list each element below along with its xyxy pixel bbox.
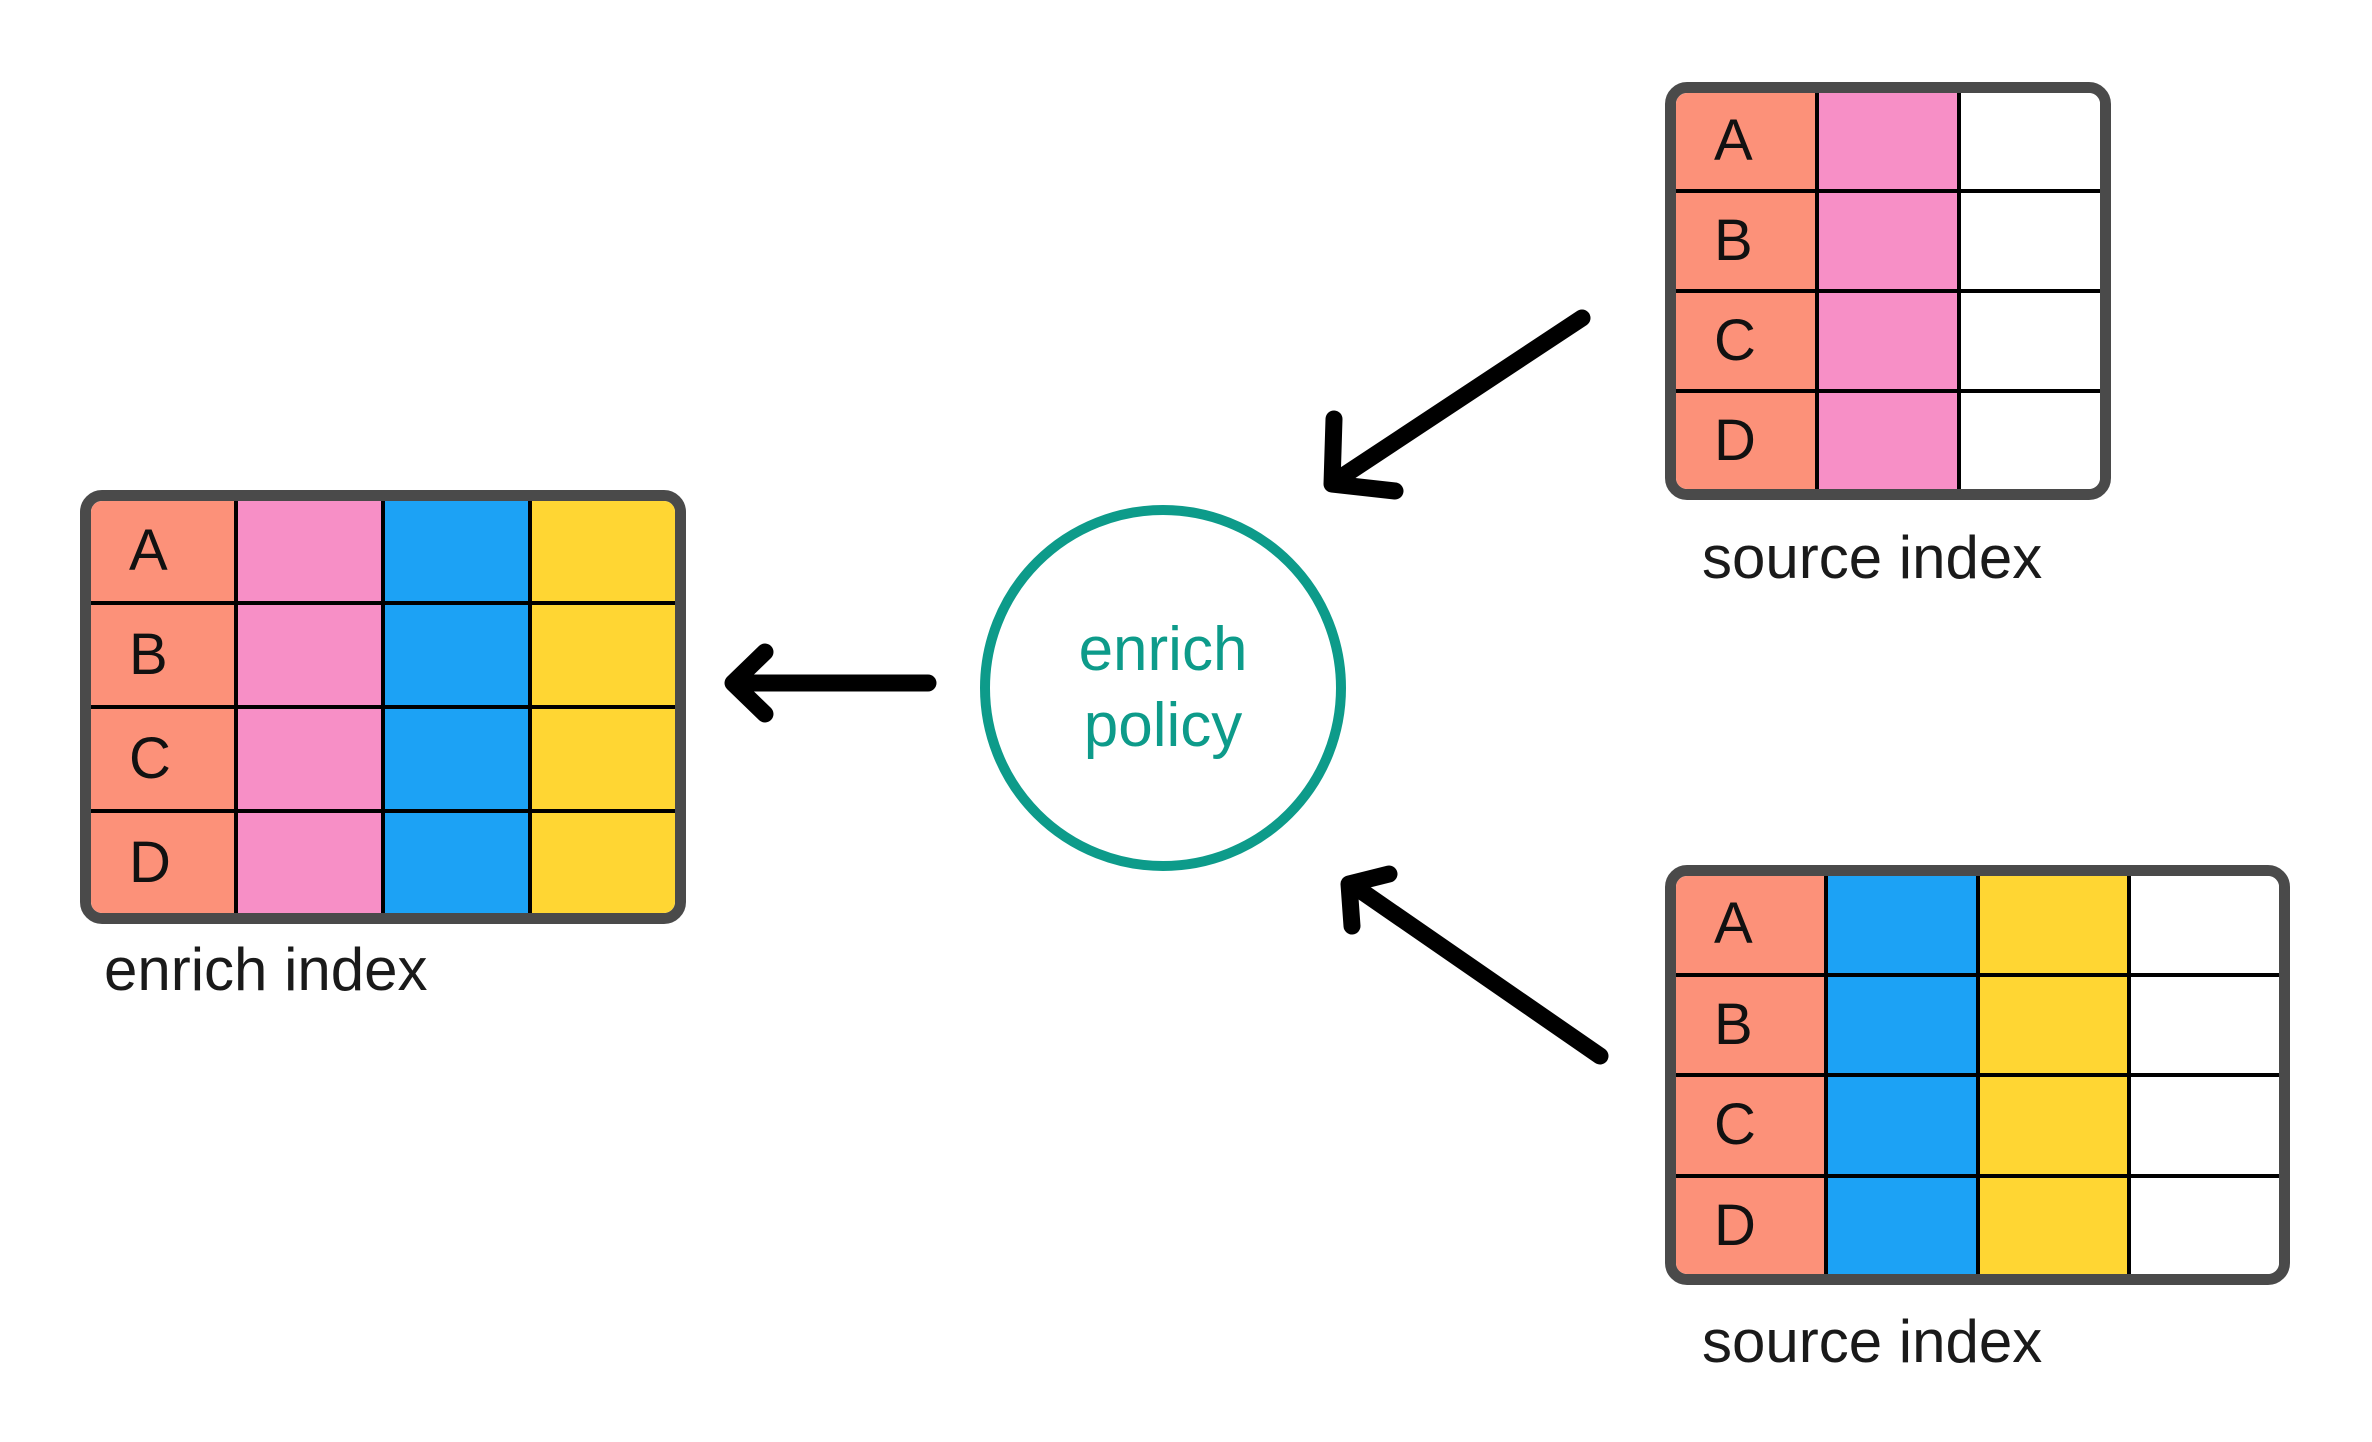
- row-key-label: D: [1714, 1192, 1756, 1258]
- row-key-label: C: [1714, 1092, 1756, 1158]
- table-cell: [1961, 393, 2100, 489]
- table-cell: [1818, 393, 1962, 489]
- table-cell: [238, 501, 385, 601]
- table-cell: [2131, 1077, 2279, 1174]
- enrich-index-caption: enrich index: [104, 936, 428, 1003]
- table-cell: [1818, 93, 1962, 189]
- table-cell: [1979, 1177, 2132, 1274]
- table-cell-key: A: [1676, 93, 1819, 189]
- table-cell-key: C: [1676, 1077, 1828, 1174]
- enrich-index-table: A B C D: [80, 490, 686, 924]
- table-cell: [532, 813, 675, 913]
- row-key-label: A: [1714, 891, 1753, 957]
- row-key-label: B: [1714, 991, 1753, 1057]
- row-key-label: C: [1714, 308, 1756, 373]
- table-row: B: [1676, 193, 2100, 293]
- table-cell-key: D: [1676, 393, 1819, 489]
- table-cell: [238, 813, 385, 913]
- row-key-label: D: [129, 830, 171, 895]
- table-cell: [1979, 1077, 2132, 1174]
- row-key-label: B: [129, 622, 168, 687]
- table-cell: [532, 709, 675, 809]
- source-index-bottom-table: A B C D: [1665, 865, 2290, 1285]
- table-cell: [385, 605, 532, 705]
- table-cell-key: A: [1676, 876, 1828, 973]
- table-cell: [2131, 876, 2279, 973]
- table-row: A: [1676, 876, 2279, 977]
- table-cell: [1961, 93, 2100, 189]
- table-row: A: [91, 501, 675, 605]
- row-key-label: B: [1714, 208, 1753, 273]
- source-index-top-table: A B C D: [1665, 82, 2111, 500]
- source-index-top-caption: source index: [1702, 524, 2043, 591]
- policy-label-line1: enrich: [1078, 615, 1248, 685]
- table-cell: [532, 605, 675, 705]
- table-cell-key: C: [91, 709, 238, 809]
- table-cell-key: C: [1676, 293, 1819, 389]
- table-cell: [532, 501, 675, 601]
- policy-label-line2: policy: [1083, 691, 1243, 760]
- table-cell: [1979, 876, 2132, 973]
- table-row: C: [91, 709, 675, 813]
- table-cell: [385, 501, 532, 601]
- table-cell-key: B: [1676, 193, 1819, 289]
- table-cell: [385, 813, 532, 913]
- table-cell: [238, 605, 385, 705]
- table-cell-key: B: [91, 605, 238, 705]
- table-cell: [238, 709, 385, 809]
- table-row: B: [1676, 976, 2279, 1077]
- row-key-label: D: [1714, 408, 1756, 473]
- table-row: D: [1676, 393, 2100, 489]
- table-row: D: [1676, 1177, 2279, 1274]
- row-key-label: A: [129, 518, 168, 583]
- enrich-policy-node[interactable]: enrich policy: [980, 505, 1346, 871]
- table-cell: [1818, 293, 1962, 389]
- table-cell: [385, 709, 532, 809]
- table-cell: [1827, 1077, 1980, 1174]
- table-row: C: [1676, 293, 2100, 393]
- table-cell: [1827, 1177, 1980, 1274]
- table-row: A: [1676, 93, 2100, 193]
- table-cell: [1979, 976, 2132, 1073]
- row-key-label: A: [1714, 108, 1753, 173]
- table-cell-key: A: [91, 501, 238, 601]
- table-cell: [1827, 976, 1980, 1073]
- row-key-label: C: [129, 726, 171, 791]
- table-row: C: [1676, 1077, 2279, 1178]
- table-cell: [1961, 193, 2100, 289]
- table-cell: [2131, 976, 2279, 1073]
- table-cell: [1827, 876, 1980, 973]
- source-index-bottom-caption: source index: [1702, 1308, 2043, 1375]
- table-cell: [1818, 193, 1962, 289]
- table-cell-key: B: [1676, 976, 1828, 1073]
- table-row: D: [91, 813, 675, 913]
- table-cell-key: D: [1676, 1177, 1828, 1274]
- table-cell: [2131, 1177, 2279, 1274]
- table-cell: [1961, 293, 2100, 389]
- table-row: B: [91, 605, 675, 709]
- table-cell-key: D: [91, 813, 238, 913]
